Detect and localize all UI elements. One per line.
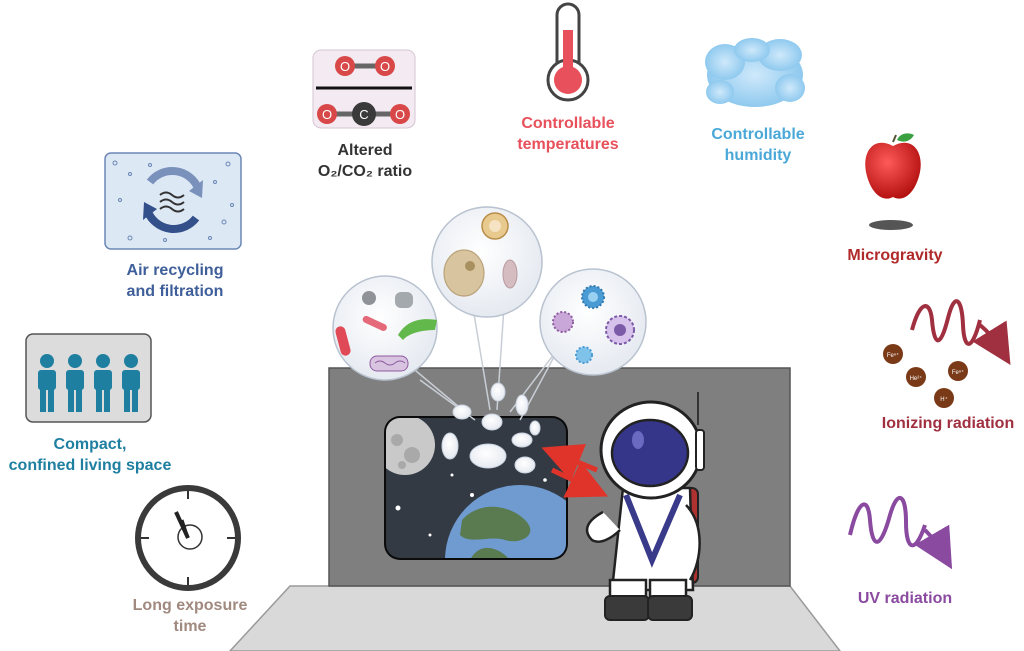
exposure-time-label: Long exposure time [115,595,265,637]
thermometer-icon [546,2,590,102]
humidity-label-line2: humidity [724,147,792,164]
astronaut-icon [585,392,705,621]
temperature-label-line2: temperatures [517,136,619,153]
o2-co2-label: Altered O₂/CO₂ ratio [300,140,430,182]
co2-oxygen-2-label: O [395,107,405,122]
ionizing-radiation-label: Ionizing radiation [872,413,1024,434]
temperature-label: Controllable temperatures [498,113,638,155]
uv-wave-icon [848,495,953,570]
co2-oxygen-1-label: O [322,107,332,122]
o2-co2-label-line2: O₂/CO₂ ratio [317,163,413,180]
exposure-time-label-line2: time [173,618,207,635]
clock-icon [135,485,241,591]
ionizing-radiation-label-line1: Ionizing radiation [881,415,1015,432]
apple-icon [865,133,921,230]
people-icon [25,333,152,423]
co2-carbon-label: C [359,107,368,122]
microbe-bubble-icon [332,206,647,381]
temperature-label-line1: Controllable [521,115,615,132]
o2-atom-1-label: O [340,59,350,74]
room-floor [228,585,841,651]
uv-radiation-label-line1: UV radiation [857,590,953,607]
air-recycling-label-line1: Air recycling [126,262,224,279]
ionizing-wave-icon: Feⁿ⁺ He²⁺ Feⁿ⁺ H⁺ [883,299,1011,408]
confined-space-label: Compact, confined living space [0,434,180,476]
humidity-label-line1: Controllable [711,126,805,143]
ion-h: H⁺ [940,396,948,403]
microgravity-label-line1: Microgravity [847,247,943,264]
o2-atom-2-label: O [380,59,390,74]
air-recycling-label: Air recycling and filtration [100,260,250,302]
humidity-label: Controllable humidity [688,124,828,166]
ion-fe-a: Feⁿ⁺ [887,352,899,359]
confined-space-label-line1: Compact, [53,436,127,453]
bubble-trail [441,382,541,474]
air-recycling-label-line2: and filtration [126,283,224,300]
ion-fe-b: Feⁿ⁺ [952,369,964,376]
confined-space-label-line2: confined living space [8,457,172,474]
exposure-time-label-line1: Long exposure [132,597,248,614]
humidity-cloud-icon [705,38,805,107]
air-recycling-icon [104,152,242,250]
o2-co2-icon: O O O C O [312,49,416,129]
window-earth-moon-icon [384,416,568,560]
microgravity-label: Microgravity [830,245,960,266]
ion-particles: Feⁿ⁺ He²⁺ Feⁿ⁺ H⁺ [883,344,968,408]
o2-co2-label-line1: Altered [337,142,393,159]
uv-radiation-label: UV radiation [835,588,975,609]
exchange-arrows [541,443,609,498]
ion-he: He²⁺ [910,375,923,382]
